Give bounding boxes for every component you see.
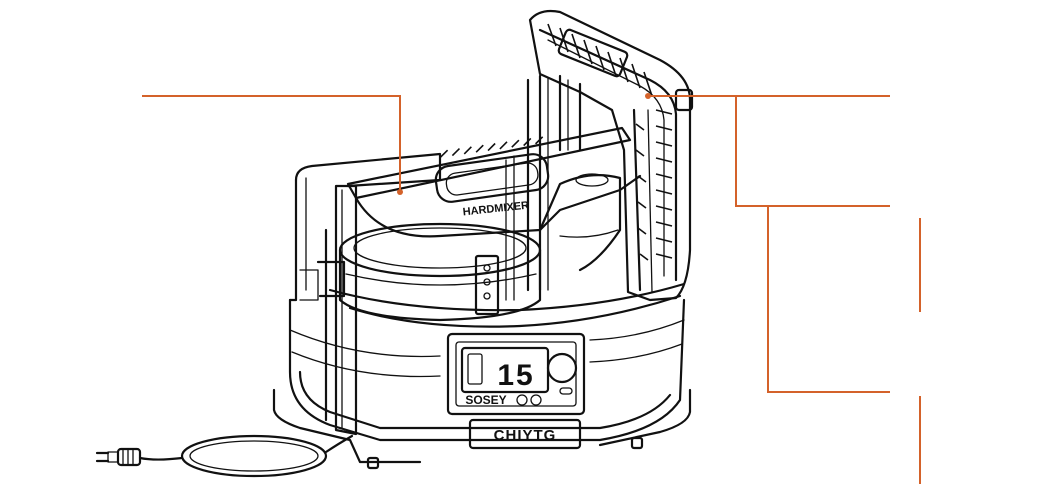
button-2[interactable] bbox=[530, 394, 542, 406]
base-logo: CHIYTG bbox=[494, 427, 557, 444]
plug-icon bbox=[95, 447, 142, 467]
digital-display: 15 bbox=[460, 346, 550, 394]
indicator-light bbox=[559, 387, 573, 395]
motor-housing bbox=[538, 173, 622, 272]
callout-a-leader bbox=[735, 96, 890, 207]
callout-handle-leader bbox=[645, 93, 890, 99]
dial-knob[interactable] bbox=[546, 352, 578, 384]
button-1[interactable] bbox=[516, 394, 528, 406]
mixing-drum bbox=[299, 222, 542, 322]
callout-frame-leader bbox=[142, 95, 403, 195]
base-housing: CHIYTG bbox=[272, 282, 692, 470]
power-cord bbox=[95, 434, 354, 478]
handle[interactable] bbox=[528, 9, 694, 302]
callout-b-leader bbox=[767, 206, 890, 393]
display-readout: 15 bbox=[497, 359, 534, 392]
crossbar-brand: HARDMIXER bbox=[462, 200, 530, 219]
frame: HARDMIXER bbox=[288, 126, 642, 436]
panel-brand: SOSEY bbox=[465, 393, 506, 407]
control-panel: 15 SOSEY bbox=[446, 332, 586, 416]
